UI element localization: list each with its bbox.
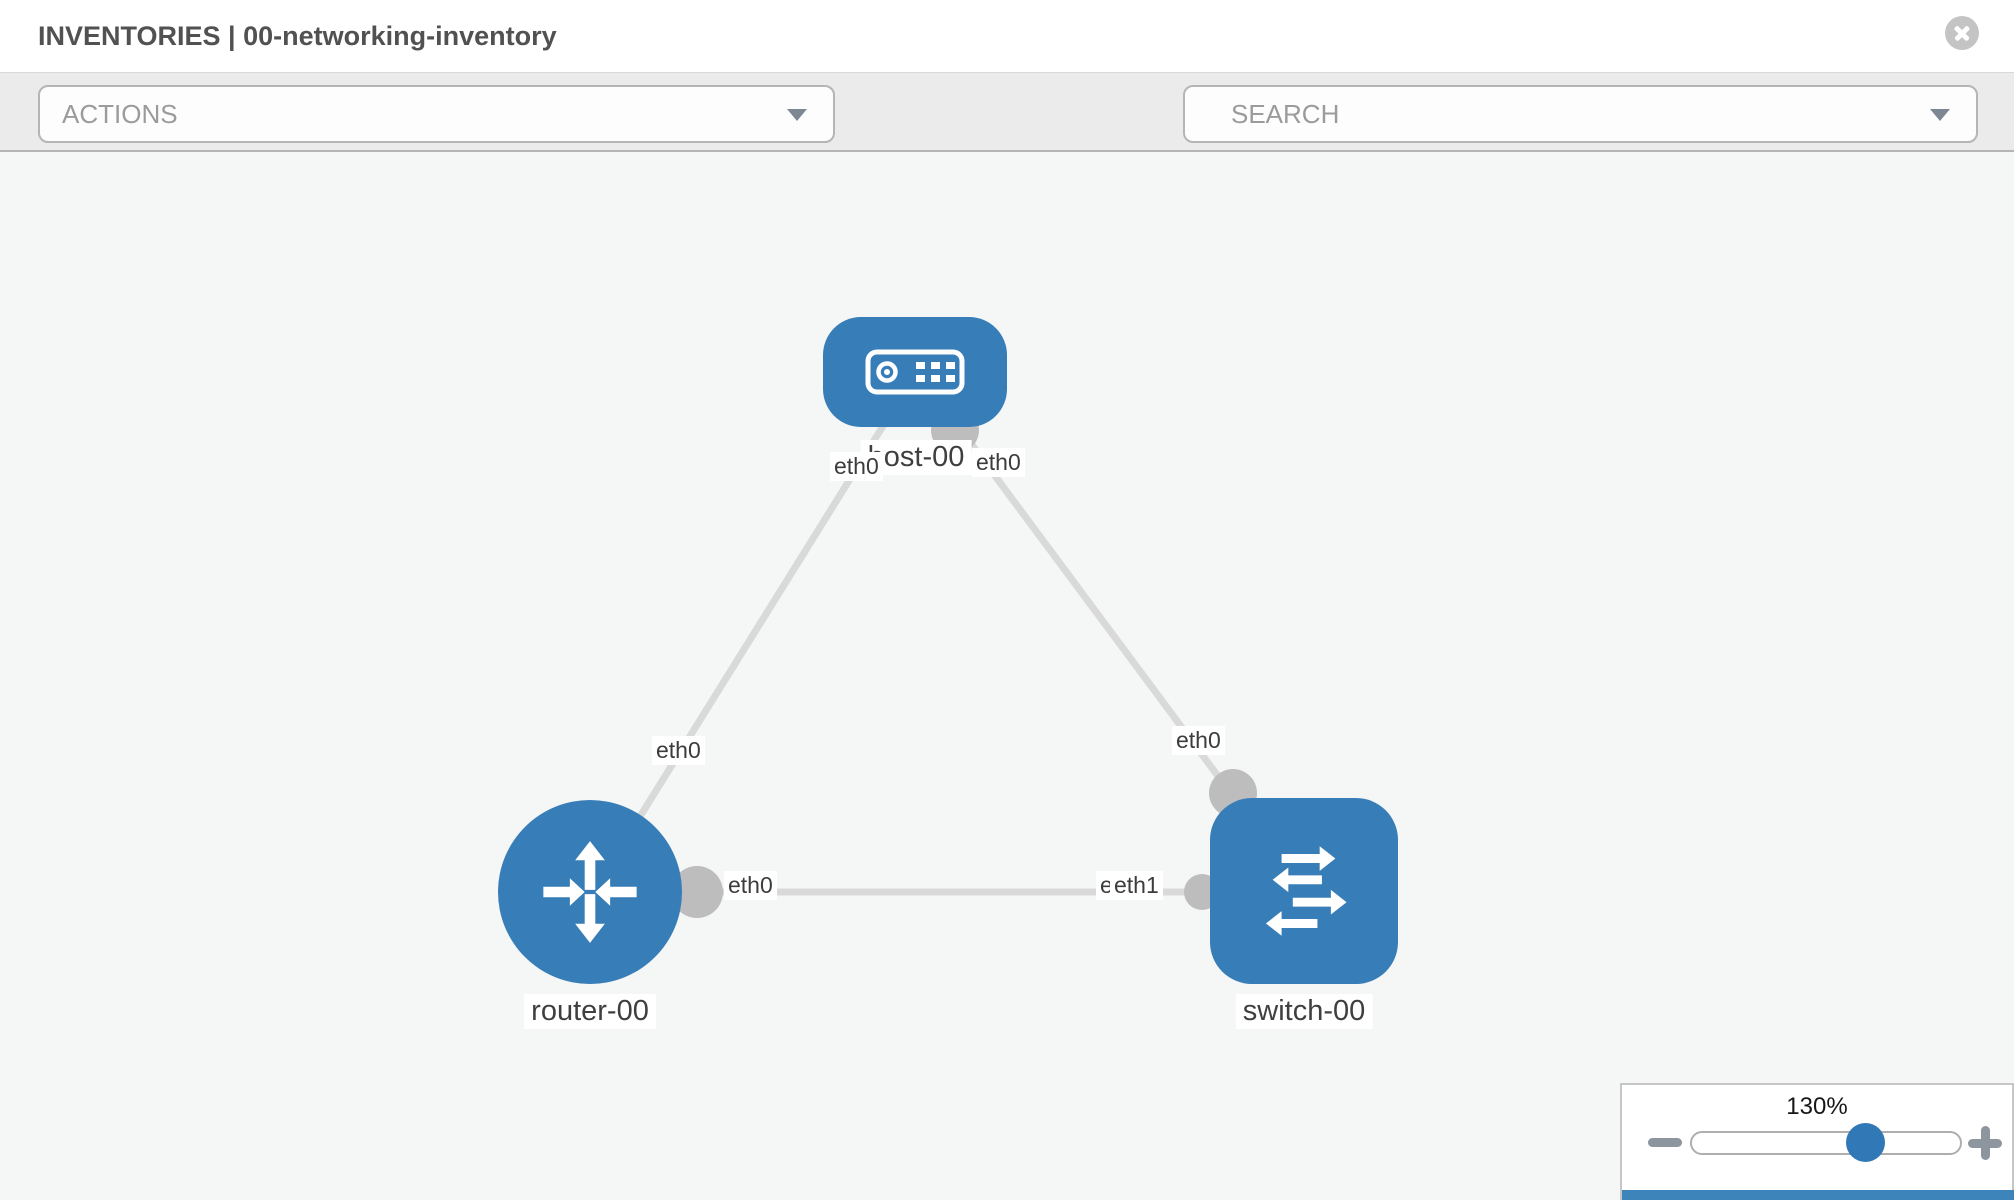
chevron-down-icon bbox=[1930, 109, 1950, 121]
link-router-host[interactable] bbox=[590, 416, 891, 894]
node-label-router: router-00 bbox=[524, 994, 656, 1029]
zoom-slider-track[interactable] bbox=[1690, 1131, 1962, 1155]
zoom-level: 130% bbox=[1786, 1093, 1848, 1120]
close-icon[interactable] bbox=[1945, 16, 1979, 50]
zoom-panel: 130% bbox=[1620, 1083, 2014, 1200]
interface-label-router-eth0-uplink: eth0 bbox=[652, 736, 705, 765]
interface-label-switch-eth0-top: eth0 bbox=[1172, 726, 1225, 755]
interface-connector bbox=[671, 866, 723, 918]
zoom-slider-thumb[interactable] bbox=[1846, 1123, 1885, 1162]
chevron-down-icon bbox=[787, 109, 807, 121]
interface-label-switch-eth1: eth1 bbox=[1110, 871, 1163, 900]
topology-canvas[interactable]: host-00 router-00 switch-00 eth0 eth0 et… bbox=[0, 152, 2014, 1200]
host-icon bbox=[865, 349, 965, 395]
search-placeholder: SEARCH bbox=[1231, 99, 1340, 129]
interface-label-host-eth0-left: eth0 bbox=[830, 452, 883, 481]
actions-dropdown-placeholder: ACTIONS bbox=[62, 99, 178, 129]
search-dropdown[interactable]: SEARCH bbox=[1183, 85, 1978, 143]
interface-label-router-eth0-stub: eth0 bbox=[724, 871, 777, 900]
interface-label-host-eth0-right: eth0 bbox=[972, 448, 1025, 477]
page-title: INVENTORIES | 00-networking-inventory bbox=[38, 21, 557, 51]
node-label-switch: switch-00 bbox=[1235, 994, 1373, 1029]
bottom-panel-edge bbox=[1622, 1190, 2014, 1200]
zoom-out-minus-icon[interactable] bbox=[1648, 1138, 1682, 1147]
links-layer bbox=[590, 406, 1307, 918]
actions-dropdown[interactable]: ACTIONS bbox=[38, 85, 835, 143]
switch-icon bbox=[1265, 846, 1347, 936]
header: INVENTORIES | 00-networking-inventory bbox=[0, 0, 2014, 72]
node-host-00[interactable] bbox=[823, 317, 1007, 427]
node-switch-00[interactable] bbox=[1210, 798, 1398, 984]
zoom-in-plus-icon[interactable] bbox=[1968, 1126, 2002, 1160]
node-router-00[interactable] bbox=[498, 800, 682, 984]
toolbar: ACTIONS SEARCH bbox=[0, 72, 2014, 209]
router-icon bbox=[543, 841, 637, 943]
